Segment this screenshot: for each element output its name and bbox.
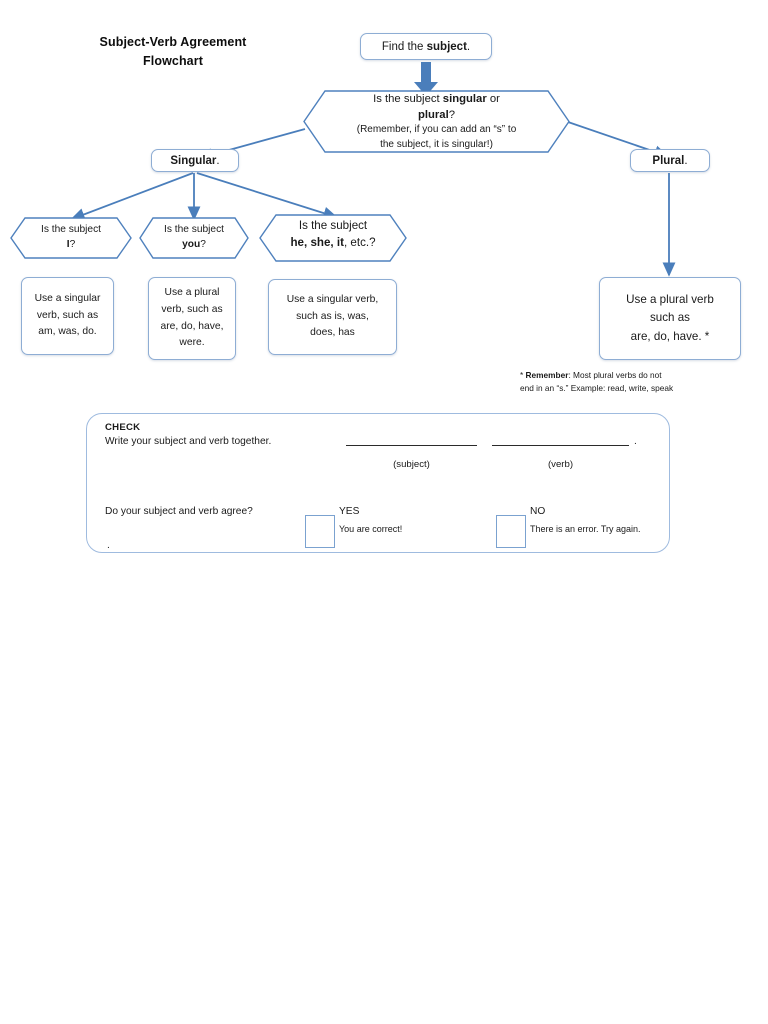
footnote-bold: Remember — [525, 370, 569, 380]
check-panel: CHECK Write your subject and verb togeth… — [86, 413, 670, 553]
arrow-singular-to-hex-he — [196, 172, 338, 220]
hex-i-bold: I — [66, 239, 70, 250]
yes-label: YES — [339, 506, 360, 517]
arrow-singular-to-hex-i — [70, 172, 194, 221]
stray-punctuation-mark: . — [107, 540, 110, 551]
decision-main-line2-bold: plural — [417, 109, 449, 121]
answer-you-line-4: were. — [179, 337, 205, 349]
decision-main-line1-pre: Is the subject — [373, 92, 443, 105]
node-answer-plural-you[interactable]: Use a plural verb, such as are, do, have… — [148, 277, 236, 360]
answer-he-text: Use a singular verb, such as is, was, do… — [287, 292, 379, 343]
answer-plural-line-3: are, do, have. * — [630, 329, 710, 343]
answer-he-line-2: such as is, was, — [296, 310, 369, 322]
decision-main-hint-line-1: (Remember, if you can add an “s” to — [356, 124, 517, 136]
node-answer-singular-he-she-it[interactable]: Use a singular verb, such as is, was, do… — [268, 279, 397, 355]
answer-plural-line-2: such as — [650, 311, 690, 325]
node-find-subject[interactable]: Find the subject. — [360, 33, 492, 60]
answer-i-line-2: verb, such as — [36, 309, 99, 321]
hex-i-line-1: Is the subject — [40, 224, 102, 236]
answer-you-line-1: Use a plural — [164, 286, 220, 298]
node-branch-singular[interactable]: Singular. — [151, 149, 239, 172]
no-description: There is an error. Try again. — [530, 524, 641, 534]
hex-you-post: ? — [200, 239, 206, 250]
page-title: Subject-Verb Agreement Flowchart — [48, 33, 298, 72]
hex-he-line-1: Is the subject — [298, 219, 368, 233]
page-title-line-1: Subject-Verb Agreement — [99, 35, 247, 49]
node-find-subject-label: Find the subject. — [382, 41, 470, 53]
page-title-line-2: Flowchart — [143, 54, 203, 69]
answer-you-text: Use a plural verb, such as are, do, have… — [161, 285, 224, 353]
node-decision-singular-or-plural[interactable]: Is the subject singular or plural? (Reme… — [303, 90, 570, 153]
hex-he-line-2: he, she, it, etc.? — [290, 235, 375, 252]
decision-main-line-2: plural? — [418, 107, 455, 123]
hexagon-shape — [259, 214, 407, 262]
hex-you-line-2: you? — [182, 238, 206, 253]
answer-you-line-2: verb, such as — [161, 303, 223, 315]
footnote-line-2: end in an “s.” Example: read, write, spe… — [520, 383, 674, 394]
hex-you-line-1: Is the subject — [163, 224, 225, 236]
footnote-remember: * Remember: Most plural verbs do not end… — [520, 369, 755, 396]
node-decision-subject-i-label: Is the subject I? — [10, 217, 132, 259]
node-answer-plural[interactable]: Use a plural verb such as are, do, have.… — [599, 277, 741, 360]
branch-plural-label: Plural. — [652, 155, 687, 167]
hex-he-bold: he, she, it — [290, 236, 344, 249]
check-heading: CHECK — [105, 422, 141, 433]
node-answer-singular-i[interactable]: Use a singular verb, such as am, was, do… — [21, 277, 114, 355]
node-decision-main-label: Is the subject singular or plural? (Reme… — [303, 90, 570, 153]
footnote-asterisk: * — [520, 370, 526, 380]
node-decision-subject-you[interactable]: Is the subject you? — [139, 217, 249, 259]
subject-blank-input[interactable] — [346, 445, 477, 446]
hexagon-shape — [139, 217, 249, 259]
footnote-line-1: * Remember: Most plural verbs do not — [520, 369, 755, 382]
subject-blank-label: (subject) — [393, 459, 430, 470]
node-decision-subject-he-she-it[interactable]: Is the subject he, she, it, etc.? — [259, 214, 407, 262]
hexagon-shape — [303, 90, 570, 153]
find-subject-text-pre: Find the — [381, 40, 427, 53]
answer-plural-text: Use a plural verb such as are, do, have.… — [626, 291, 714, 347]
hex-he-post: , etc.? — [343, 236, 376, 249]
answer-he-line-3: does, has — [310, 327, 355, 339]
answer-i-text: Use a singular verb, such as am, was, do… — [35, 291, 101, 342]
answer-i-line-3: am, was, do. — [38, 326, 97, 338]
answer-plural-line-1: Use a plural verb — [626, 292, 714, 306]
answer-you-line-3: are, do, have, — [160, 320, 224, 332]
branch-singular-label: Singular. — [170, 155, 219, 167]
node-decision-subject-you-label: Is the subject you? — [139, 217, 249, 259]
checkbox-no[interactable] — [496, 515, 526, 548]
find-subject-text-bold: subject — [426, 40, 467, 53]
decision-main-hint-line-2: the subject, it is singular!) — [380, 138, 493, 150]
answer-i-line-1: Use a singular — [34, 292, 101, 304]
checkbox-yes[interactable] — [305, 515, 335, 548]
answer-he-line-1: Use a singular verb, — [286, 293, 379, 305]
sentence-period: . — [634, 436, 637, 447]
verb-blank-input[interactable] — [492, 445, 629, 446]
decision-main-line1-post: or — [486, 92, 500, 105]
node-branch-plural[interactable]: Plural. — [630, 149, 710, 172]
decision-main-line-1: Is the subject singular or — [373, 91, 500, 107]
hex-you-bold: you — [182, 239, 201, 250]
agreement-question: Do your subject and verb agree? — [105, 506, 253, 517]
hex-i-line-2: I? — [67, 238, 76, 253]
check-instruction: Write your subject and verb together. — [105, 436, 272, 447]
verb-blank-label: (verb) — [547, 459, 574, 470]
footnote-rest: : Most plural verbs do not — [568, 370, 662, 380]
yes-description: You are correct! — [339, 524, 403, 534]
decision-main-line1-bold: singular — [442, 92, 487, 105]
hex-i-post: ? — [69, 239, 76, 250]
node-decision-subject-he-label: Is the subject he, she, it, etc.? — [259, 214, 407, 256]
node-decision-subject-i[interactable]: Is the subject I? — [10, 217, 132, 259]
branch-plural-bold: Plural — [652, 154, 685, 167]
branch-singular-post: . — [216, 154, 220, 167]
no-label: NO — [530, 506, 546, 517]
find-subject-text-post: . — [466, 40, 471, 53]
decision-main-line2-post: ? — [448, 109, 456, 121]
branch-plural-post: . — [684, 154, 688, 167]
branch-singular-bold: Singular — [170, 154, 217, 167]
